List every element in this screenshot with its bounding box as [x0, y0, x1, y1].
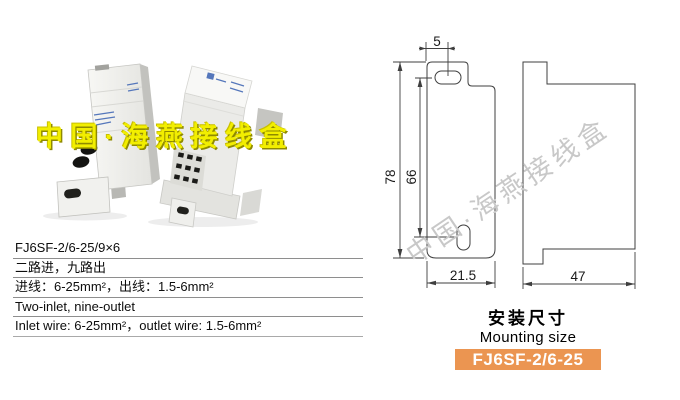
- label-text-marks: [93, 82, 140, 126]
- model-badge: FJ6SF-2/6-25: [455, 349, 601, 370]
- spec-row-circuits-en: Two-inlet, nine-outlet: [13, 298, 363, 317]
- product-photo-area: 中国·海燕接线盒: [35, 55, 335, 235]
- spec-row-circuits-zh: 二路进，九路出: [13, 259, 363, 278]
- inlet-hole: [72, 156, 90, 168]
- dim-label-78: 78: [383, 169, 398, 184]
- brand-logo-mark: [94, 64, 110, 71]
- flange-slot: [64, 188, 82, 199]
- terminal-block-photo-angled: [148, 65, 283, 228]
- label-text-marks: [215, 78, 245, 93]
- front-view-outline: [426, 61, 496, 259]
- spec-row-wire-zh: 进线：6-25mm²，出线：1.5-6mm²: [13, 278, 363, 298]
- dimension-lines: [393, 42, 636, 289]
- product-photos-illustration: [43, 63, 283, 228]
- side-view-outline: [522, 61, 636, 265]
- dim-label-47: 47: [570, 269, 585, 284]
- brand-logo-mark: [206, 72, 215, 80]
- inlet-hole: [80, 143, 98, 155]
- mounting-drawing: 5 78 66 21.5 47 中国·海燕接线盒: [380, 30, 652, 302]
- dim-label-66: 66: [404, 169, 419, 184]
- mounting-flange: [56, 176, 111, 218]
- spec-row-model: FJ6SF-2/6-25/9×6: [13, 239, 363, 259]
- bottom-mounting-slot: [456, 224, 471, 251]
- caption-block: 安装尺寸 Mounting size FJ6SF-2/6-25: [428, 304, 628, 370]
- dimension-arrows: [397, 46, 635, 287]
- foot-slot: [176, 206, 189, 215]
- caption-title-zh: 安装尺寸: [488, 309, 568, 328]
- spec-row-wire-en: Inlet wire: 6-25mm²，outlet wire: 1.5-6mm…: [13, 317, 363, 337]
- back-plate: [255, 108, 283, 140]
- dim-label-5: 5: [433, 34, 441, 49]
- spec-table: FJ6SF-2/6-25/9×6 二路进，九路出 进线：6-25mm²，出线：1…: [13, 239, 363, 337]
- dim-label-21-5: 21.5: [450, 268, 476, 283]
- terminal-block-photo-front: [43, 63, 160, 221]
- caption-title-en: Mounting size: [479, 329, 577, 346]
- outlet-holes-grid: [173, 152, 203, 184]
- mounting-drawing-svg: 5 78 66 21.5 47: [383, 34, 636, 289]
